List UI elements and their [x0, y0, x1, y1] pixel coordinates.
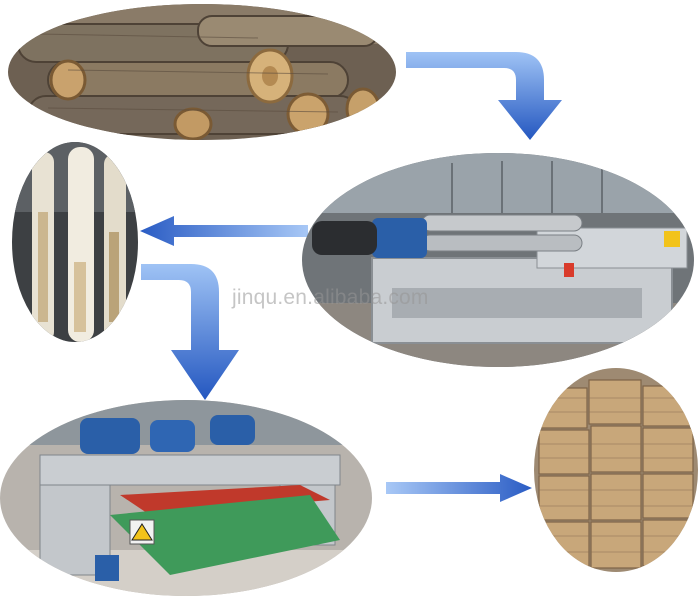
raw-log-pile-photo [8, 4, 396, 140]
flow-arrow-debarked-logs-to-peeler [139, 262, 249, 402]
watermark-text: jinqu.en.alibaba.com [232, 286, 429, 309]
flow-arrow-logs-to-debarker [404, 40, 594, 145]
veneer-stack-photo [534, 368, 698, 572]
peeling-machine-photo [0, 400, 372, 596]
debarked-logs-photo [12, 142, 138, 342]
flow-arrow-debarker-to-debarked-logs [140, 216, 310, 246]
flow-arrow-peeler-to-veneer [384, 474, 534, 502]
debarking-machine-photo [302, 153, 694, 367]
